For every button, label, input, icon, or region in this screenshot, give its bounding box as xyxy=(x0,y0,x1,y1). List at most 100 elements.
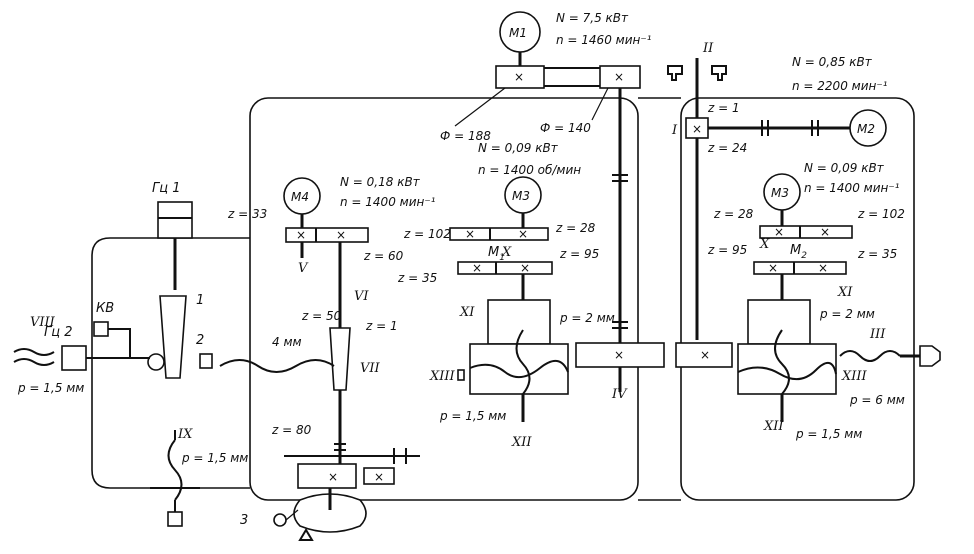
motor-m2-speed: n = 2200 мин⁻¹ xyxy=(792,79,888,93)
shaft-iv-label: IV xyxy=(611,387,628,402)
gear-z35-left: z = 35 xyxy=(397,271,437,285)
gear-pair-bottom-left-mark-2: × xyxy=(520,261,530,275)
label-2: 2 xyxy=(196,333,204,348)
valve-kv-line xyxy=(108,328,131,358)
motor-m2 xyxy=(849,109,887,147)
leader-140 xyxy=(591,87,609,121)
motor-m1-speed: n = 1460 мин⁻¹ xyxy=(556,33,652,47)
gear-pair-m4-mark-1: × xyxy=(296,228,306,242)
worm-wheel xyxy=(329,327,351,391)
coupling-m1-sub: 1 xyxy=(499,253,505,263)
handwheel-lower-base xyxy=(298,528,314,541)
motor-m1-power: N = 7,5 кВт xyxy=(556,11,629,25)
clamp-right xyxy=(711,65,727,81)
pulley-right-mark: × xyxy=(614,70,624,84)
gear-z80-box xyxy=(297,463,357,489)
motor-m2-group: II × I z = 1 z = 24 M2 N = 0,85 кВт n = … xyxy=(667,41,888,340)
shaft-xi-left-label: XI xyxy=(459,305,475,320)
nut-2 xyxy=(199,353,213,369)
label-gc1: Гц 1 xyxy=(152,181,181,196)
pitch-p2-left: p = 2 мм xyxy=(559,311,615,325)
worm-box-mark: × xyxy=(692,122,702,136)
shaft-vii-label: VII xyxy=(360,361,381,376)
coupling-m1: M1 xyxy=(488,245,505,263)
lever-3-knob xyxy=(273,513,287,527)
motor-m3-left-label: M3 xyxy=(512,189,530,203)
gear-pair-top-right-mark-2: × xyxy=(820,225,830,239)
gear-pair-m4-mark-2: × xyxy=(336,228,346,242)
valve-kv xyxy=(93,321,109,337)
shaft-x-right-label: X xyxy=(759,237,770,252)
motor-m4-power: N = 0,18 кВт xyxy=(340,175,421,189)
motor-m3-left-power: N = 0,09 кВт xyxy=(478,141,559,155)
frame-right xyxy=(680,97,915,501)
pitch-p15-ix: p = 1,5 мм xyxy=(181,451,248,465)
frame-center xyxy=(249,97,639,501)
shaft-xiii-right-label: XIII xyxy=(841,369,868,384)
shaft-i-label: I xyxy=(671,123,678,138)
motor-m3-left-speed: n = 1400 об/мин xyxy=(478,163,581,177)
wheel-left xyxy=(575,342,665,368)
screw-xii-left xyxy=(515,329,531,395)
pitch-p15-left: p = 1,5 мм xyxy=(17,381,84,395)
motor-m3-right-speed: n = 1400 мин⁻¹ xyxy=(804,181,900,195)
motor-m4-label: M4 xyxy=(291,190,309,204)
shaft-xiii-left-label: XIII xyxy=(429,369,456,384)
shaft-xi-right-label: XI xyxy=(837,285,853,300)
screw-ix xyxy=(167,439,183,501)
coupling-m2: M2 xyxy=(790,243,807,261)
gear-pair-bottom-right-mark-1: × xyxy=(768,261,778,275)
gear-pair-top-left xyxy=(449,227,549,241)
pulley-left xyxy=(495,65,545,89)
shaft-ii-label: II xyxy=(702,41,714,56)
coupling-m1-letter: M xyxy=(488,245,499,260)
screw-xiii-left-end xyxy=(457,369,465,381)
shaft-x-left-label: X xyxy=(501,245,512,260)
gear-pair-bottom-right xyxy=(753,261,847,275)
motor-m1-group: M1 N = 7,5 кВт n = 1460 мин⁻¹ × × Ф = 18… xyxy=(440,11,733,402)
pipe-viii-2 xyxy=(13,358,55,366)
screw-iii xyxy=(839,350,901,362)
gear-pair-top-right xyxy=(759,225,853,239)
gear-z28-right: z = 28 xyxy=(713,207,754,221)
gear-pair-bottom-right-mark-2: × xyxy=(818,261,828,275)
screw-xiii-left xyxy=(469,360,569,379)
screw-ix-end xyxy=(167,511,183,527)
leader-3 xyxy=(285,509,299,521)
gear-z95-right: z = 95 xyxy=(707,243,747,257)
screw-4mm xyxy=(219,359,335,373)
shaft-ix-label: IX xyxy=(177,427,193,442)
label-1: 1 xyxy=(196,293,204,308)
gear-z33: z = 33 xyxy=(227,207,267,221)
cylinder-gc1 xyxy=(157,201,193,239)
cylinder-gc2 xyxy=(61,345,87,371)
gear-z102-left: z = 102 xyxy=(403,227,451,241)
shaft-iii-label: III xyxy=(869,327,886,342)
motor-m2-power: N = 0,85 кВт xyxy=(792,55,873,69)
gear-z80-box-mark: × xyxy=(328,470,338,484)
shaft-xii-left-label: XII xyxy=(511,435,532,450)
gear-pair-bottom-left xyxy=(457,261,553,275)
screw-xiii-right xyxy=(737,362,837,381)
shaft-xii-right-label: XII xyxy=(763,419,784,434)
wheel-left-mark: × xyxy=(614,348,624,362)
gear-small-box-mark: × xyxy=(374,470,384,484)
shaft-viii-label: VIII xyxy=(30,315,56,330)
lever-1 xyxy=(159,295,187,379)
shaft-v-label: V xyxy=(298,261,309,276)
gear-pair-top-left-mark-2: × xyxy=(518,227,528,241)
gear-z35-right: z = 35 xyxy=(857,247,897,261)
pulley-left-dia: Ф = 188 xyxy=(440,129,491,143)
pulley-left-mark: × xyxy=(514,70,524,84)
motor-m2-label: M2 xyxy=(857,122,875,136)
gear-small-box xyxy=(363,467,395,485)
handwheel-lower xyxy=(293,493,367,533)
pitch-p6: p = 6 мм xyxy=(849,393,905,407)
leader-188 xyxy=(454,87,506,127)
pitch-p2-right: p = 2 мм xyxy=(819,307,875,321)
label-gc2: Гц 2 xyxy=(44,325,73,340)
gear-z102-right: z = 102 xyxy=(857,207,905,221)
motor-m1-label: M1 xyxy=(509,26,527,40)
